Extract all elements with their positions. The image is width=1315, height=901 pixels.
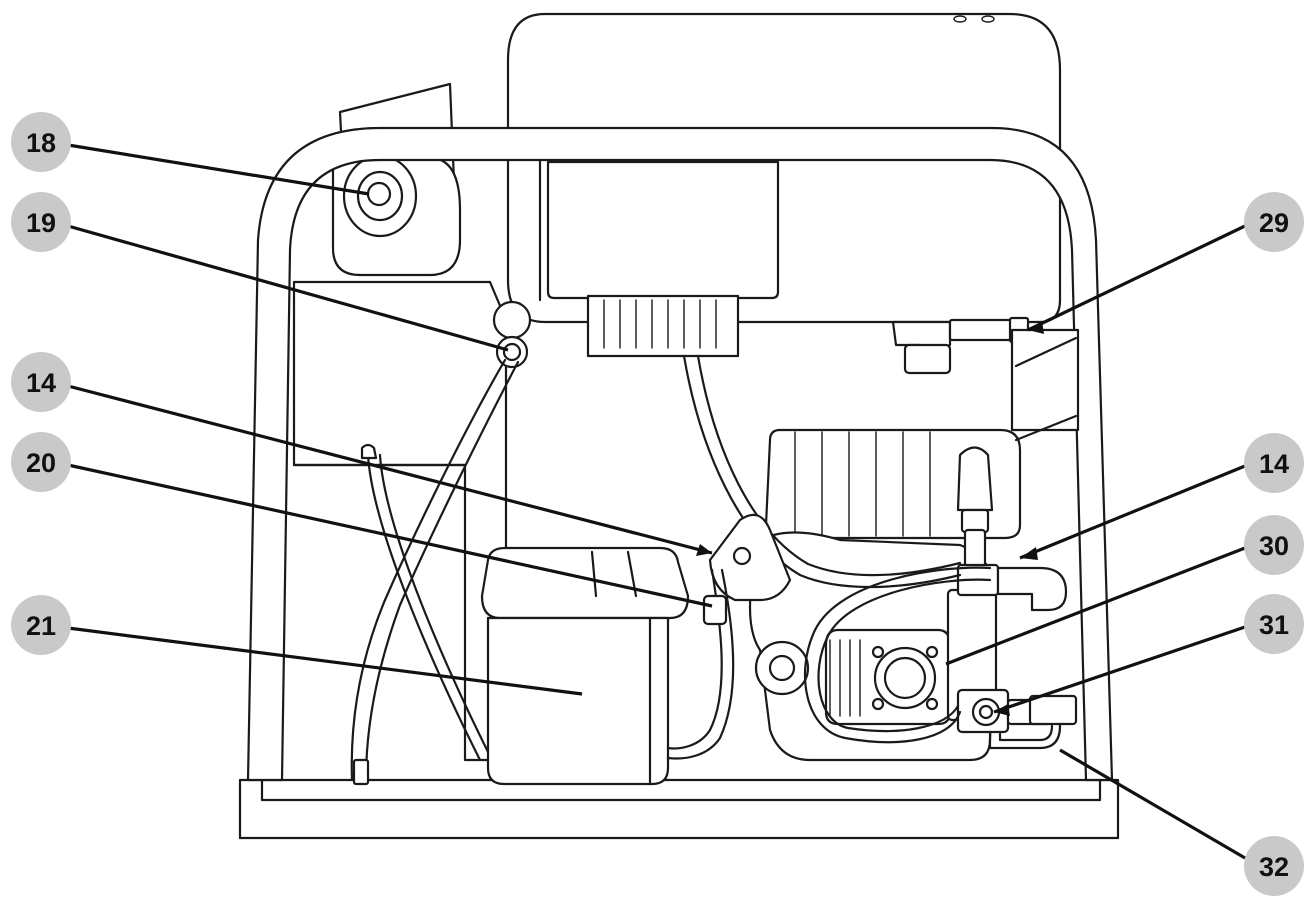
callout-label: 32 <box>1259 852 1289 882</box>
callout-label: 14 <box>1259 449 1289 479</box>
control-box <box>546 160 780 300</box>
inline-fuel-filter <box>702 594 728 626</box>
callout-label: 21 <box>26 611 56 641</box>
callout-label: 31 <box>1259 610 1289 640</box>
leader-14-right <box>1019 464 1246 560</box>
leader-20 <box>67 463 713 608</box>
right-frame-panel <box>1010 328 1080 432</box>
battery <box>486 616 670 786</box>
outlet-elbow <box>996 566 1068 612</box>
callout-badge-32: 32 <box>1244 836 1304 896</box>
base-skid <box>238 778 1120 840</box>
machine-illustration <box>238 12 1120 840</box>
pump-hose-loop <box>803 566 992 744</box>
leader-32 <box>1059 748 1246 860</box>
callout-label: 29 <box>1259 208 1289 238</box>
callout-badge-18: 18 <box>11 112 71 172</box>
bypass-hose <box>988 704 1062 750</box>
leader-30 <box>945 546 1246 666</box>
leader-14-left <box>67 384 713 555</box>
callout-badge-19: 19 <box>11 192 71 252</box>
tank-fitting-boss <box>492 300 532 340</box>
leader-31 <box>993 625 1246 714</box>
callout-badge-21: 21 <box>11 595 71 655</box>
return-hose <box>350 358 507 782</box>
callout-label: 20 <box>26 448 56 478</box>
leader-19 <box>67 224 509 352</box>
callout-badge-31: 31 <box>1244 594 1304 654</box>
callout-badge-30: 30 <box>1244 515 1304 575</box>
battery-lid <box>480 546 690 620</box>
callout-badge-14-left: 14 <box>11 352 71 412</box>
callout-label: 14 <box>26 368 56 398</box>
drain-hose <box>366 453 482 762</box>
callout-badge-20: 20 <box>11 432 71 492</box>
leader-18 <box>67 143 370 196</box>
callout-label: 19 <box>26 208 56 238</box>
leader-29 <box>1027 224 1246 332</box>
callout-badge-14-right: 14 <box>1244 433 1304 493</box>
callout-label: 18 <box>26 128 56 158</box>
callouts: 18 19 14 20 21 29 14 30 <box>11 112 1304 896</box>
leader-21 <box>67 626 583 696</box>
supply-hose <box>682 354 962 589</box>
callout-badge-29: 29 <box>1244 192 1304 252</box>
roll-cage <box>246 126 1114 782</box>
callout-label: 30 <box>1259 531 1289 561</box>
spark-plug-boot <box>956 446 994 512</box>
